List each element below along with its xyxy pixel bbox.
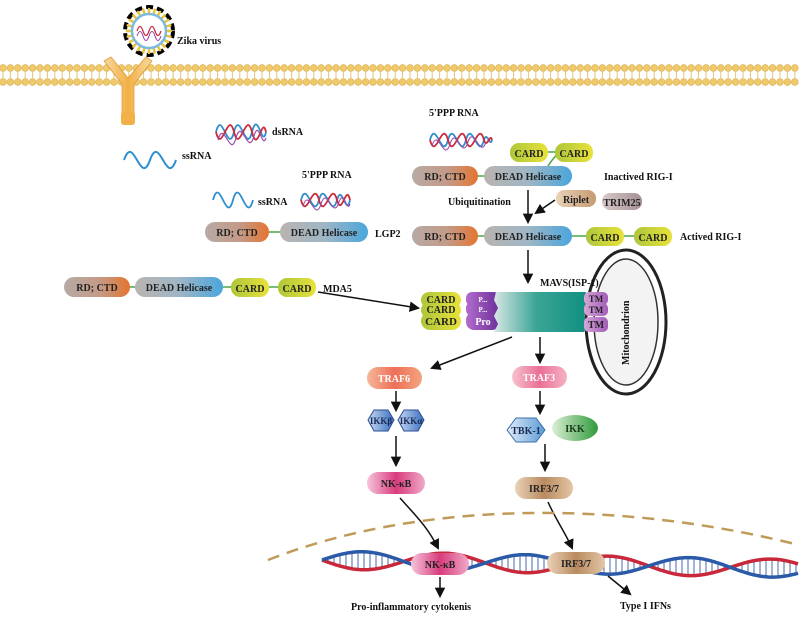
active-rig-rd-ctd-domain: RD; CTD bbox=[424, 232, 465, 243]
riplet-protein: Riplet bbox=[556, 190, 596, 207]
traf6-protein: TRAF6 bbox=[367, 367, 422, 389]
mavs-pro-2: P... bbox=[479, 306, 488, 314]
traf3-protein: TRAF3 bbox=[512, 366, 567, 388]
mavs-pro-3: Pro bbox=[475, 317, 490, 328]
irf-protein: IRF3/7 bbox=[515, 477, 573, 499]
mda5-to-mavs-arrow bbox=[317, 291, 421, 312]
active-rig-i-label: Actived RIG-I bbox=[680, 232, 741, 243]
ppp-rna-rig-helix bbox=[429, 132, 493, 151]
ppp-rna-rig-label: 5'PPP RNA bbox=[429, 108, 479, 119]
cell-surface-receptor bbox=[103, 56, 153, 125]
mda5-protein: RD; CTD DEAD Helicase CARD CARD bbox=[64, 277, 316, 297]
lgp2-label: LGP2 bbox=[375, 229, 401, 240]
nfkb-translocation-arrow bbox=[399, 497, 439, 550]
mavs-pro-1: P... bbox=[479, 296, 488, 304]
nfkb-nuclear-protein: NK-κB bbox=[411, 553, 469, 575]
ubiquitination-label: Ubiquitination bbox=[448, 197, 511, 208]
lgp2-rd-ctd-domain: RD; CTD bbox=[216, 228, 257, 239]
irf-nuclear-protein: IRF3/7 bbox=[547, 552, 605, 574]
ikk-irf-label: IKK bbox=[565, 424, 585, 435]
trim25-label: TRIM25 bbox=[603, 198, 640, 209]
mda5-label: MDA5 bbox=[323, 284, 352, 295]
ikk-irf-protein: IKK bbox=[552, 415, 598, 441]
mda5-rd-ctd-domain: RD; CTD bbox=[76, 283, 117, 294]
nfkb-label: NK-κB bbox=[381, 479, 412, 490]
inactive-rig-card-1: CARD bbox=[515, 149, 544, 160]
lgp2-dead-helicase-domain: DEAD Helicase bbox=[291, 228, 358, 239]
ppp-rna-lgp2-label: 5'PPP RNA bbox=[302, 170, 352, 181]
ssrna-lgp2-label: ssRNA bbox=[258, 197, 288, 208]
riplet-label: Riplet bbox=[563, 195, 590, 206]
irf-nuclear-label: IRF3/7 bbox=[561, 559, 591, 570]
dsrna-label: dsRNA bbox=[272, 127, 304, 138]
mitochondrion: Mitochondrion bbox=[584, 248, 668, 396]
mavs-card-1: CARD bbox=[427, 295, 456, 306]
active-rig-dead-helicase-domain: DEAD Helicase bbox=[495, 232, 562, 243]
tbk1-protein: TBK-1 bbox=[506, 417, 546, 443]
inactive-rig-i-label: Inactived RIG-I bbox=[604, 172, 673, 183]
riplet-arrow bbox=[534, 199, 556, 215]
mavs-card-3: CARD bbox=[425, 316, 457, 328]
zika-virus-particle bbox=[123, 5, 175, 57]
active-rig-card-1: CARD bbox=[591, 233, 620, 244]
mitochondrion-label: Mitochondrion bbox=[621, 300, 632, 365]
mda5-dead-helicase-domain: DEAD Helicase bbox=[146, 283, 213, 294]
inactive-rig-card-2: CARD bbox=[560, 149, 589, 160]
inactive-rig-rd-ctd-domain: RD; CTD bbox=[424, 172, 465, 183]
mavs-card-2: CARD bbox=[427, 305, 456, 316]
mda5-card-2: CARD bbox=[283, 284, 312, 295]
ikk-alpha-label: IKKα bbox=[400, 416, 423, 426]
ifn-output-label: Type I IFNs bbox=[620, 601, 671, 612]
traf3-label: TRAF3 bbox=[523, 373, 555, 384]
irf-label: IRF3/7 bbox=[529, 484, 559, 495]
mavs-label: MAVS(ISP-1) bbox=[540, 278, 599, 289]
nuclear-envelope bbox=[267, 511, 799, 562]
mavs-tm-3: TM bbox=[588, 320, 605, 331]
mavs-complex: CARD CARD CARD P... P... Pro TM TM TM bbox=[421, 292, 608, 332]
mda5-card-1: CARD bbox=[236, 284, 265, 295]
ikk-beta-protein: IKKβ bbox=[367, 409, 395, 432]
ikk-beta-label: IKKβ bbox=[370, 416, 393, 426]
tbk1-label: TBK-1 bbox=[511, 426, 540, 437]
lgp2-protein: RD; CTD DEAD Helicase bbox=[205, 222, 368, 242]
ssrna-left-strand bbox=[123, 151, 177, 169]
ppp-rna-lgp2-helix bbox=[300, 192, 351, 211]
trim25-protein: TRIM25 bbox=[602, 193, 642, 210]
inactive-rig-i-protein: RD; CTD DEAD Helicase CARD CARD bbox=[412, 143, 593, 186]
mavs-tm-2: TM bbox=[589, 305, 604, 315]
nfkb-nuclear-label: NK-κB bbox=[425, 560, 456, 571]
plasma-membrane bbox=[0, 64, 799, 86]
active-rig-i-protein: RD; CTD DEAD Helicase CARD CARD bbox=[412, 226, 672, 246]
cytokines-output-label: Pro-inflammatory cytokenis bbox=[351, 602, 471, 613]
nfkb-protein: NK-κB bbox=[367, 472, 425, 494]
traf6-label: TRAF6 bbox=[378, 374, 410, 385]
mavs-tm-1: TM bbox=[589, 294, 604, 304]
ssrna-lgp2-strand bbox=[212, 191, 254, 209]
mavs-to-traf6-arrow bbox=[430, 336, 513, 370]
ssrna-left-label: ssRNA bbox=[182, 151, 212, 162]
ikk-alpha-protein: IKKα bbox=[397, 409, 425, 432]
active-rig-card-2: CARD bbox=[639, 233, 668, 244]
zika-virus-label: Zika virus bbox=[177, 36, 221, 47]
irf-translocation-arrow bbox=[547, 501, 574, 550]
irf-output-arrow bbox=[607, 575, 632, 596]
inactive-rig-dead-helicase-domain: DEAD Helicase bbox=[495, 172, 562, 183]
dsrna-helix bbox=[215, 123, 267, 146]
